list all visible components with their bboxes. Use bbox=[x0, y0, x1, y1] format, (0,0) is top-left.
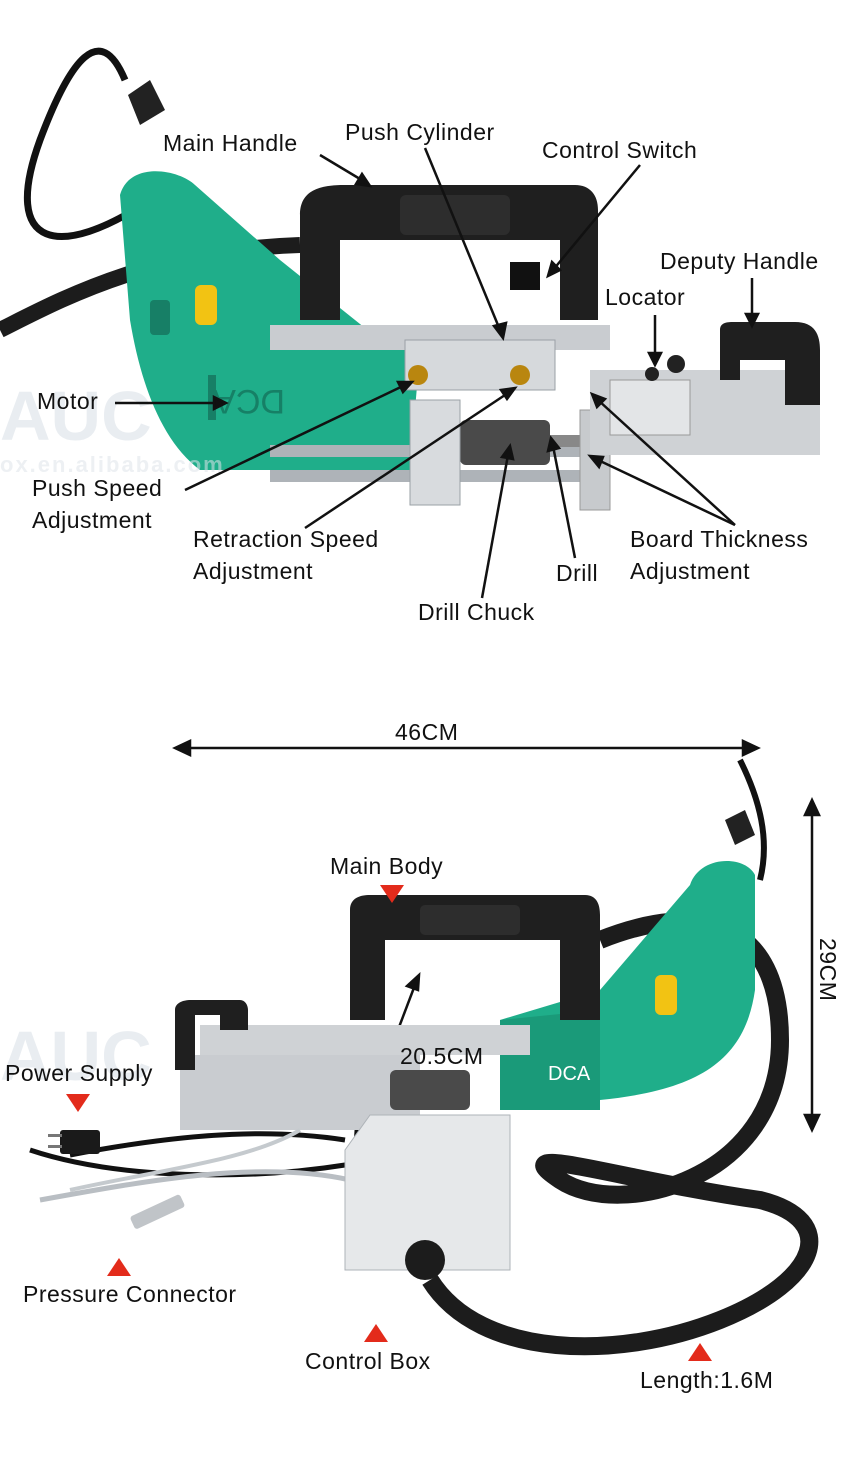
label-motor: Motor bbox=[37, 388, 99, 414]
label-push-speed-adjustment: Push Speed Adjustment bbox=[32, 475, 163, 534]
dimension-width: 46CM bbox=[395, 719, 459, 745]
dimension-height: 29CM bbox=[815, 938, 842, 1002]
deputy-handle-2 bbox=[175, 1000, 248, 1070]
label-deputy-handle: Deputy Handle bbox=[660, 248, 819, 274]
label-main-body: Main Body bbox=[330, 853, 444, 879]
cord-clip bbox=[128, 80, 165, 125]
control-box-shape bbox=[344, 1114, 511, 1271]
marker-power-supply bbox=[66, 1094, 90, 1112]
tool-illustration-top: AUC DCA bbox=[0, 47, 820, 599]
label-pressure-connector: Pressure Connector bbox=[23, 1281, 237, 1307]
drill-chuck-shape bbox=[460, 420, 550, 465]
marker-control-box bbox=[364, 1324, 388, 1342]
dimension-depth: 20.5CM bbox=[400, 1043, 484, 1069]
label-board-thickness-adjustment: Board Thickness Adjustment bbox=[630, 526, 809, 585]
watermark-logo: AUC bbox=[0, 377, 152, 455]
main-handle-shape bbox=[300, 185, 598, 320]
power-plug bbox=[60, 1130, 100, 1154]
marker-main-body bbox=[380, 885, 404, 903]
label-control-switch: Control Switch bbox=[542, 137, 698, 163]
motor-housing bbox=[120, 171, 420, 470]
label-power-supply: Power Supply bbox=[5, 1060, 153, 1086]
label-length: Length:1.6M bbox=[640, 1367, 774, 1393]
tool-illustration-bottom: AUC DCA bbox=[0, 739, 821, 1356]
pressure-connector-shape bbox=[130, 1194, 185, 1229]
brand-logo: DCA bbox=[213, 382, 285, 420]
label-control-box: Control Box bbox=[305, 1348, 431, 1374]
parts-diagram: AUC DCA bbox=[0, 0, 850, 660]
marker-length bbox=[688, 1343, 712, 1361]
watermark-logo-2: AUC bbox=[0, 1017, 152, 1095]
label-locator: Locator bbox=[605, 284, 686, 310]
watermark-site: ox.en.alibaba.com bbox=[0, 452, 225, 477]
push-cylinder-shape bbox=[404, 339, 556, 391]
control-switch-shape bbox=[510, 262, 540, 290]
label-main-handle: Main Handle bbox=[163, 130, 298, 156]
deputy-handle-shape bbox=[720, 322, 820, 405]
drill-chuck-2 bbox=[390, 1070, 470, 1110]
dimensions-diagram: AUC DCA bbox=[0, 660, 850, 1474]
label-drill-chuck: Drill Chuck bbox=[418, 599, 535, 625]
trigger bbox=[195, 285, 217, 325]
label-push-cylinder: Push Cylinder bbox=[345, 119, 495, 145]
main-body-handle bbox=[350, 895, 600, 1020]
label-drill: Drill bbox=[556, 560, 599, 586]
label-retraction-speed-adjustment: Retraction Speed Adjustment bbox=[193, 526, 379, 585]
marker-pressure-connector bbox=[107, 1258, 131, 1276]
brand-logo-2: DCA bbox=[548, 1063, 591, 1085]
hose-coil bbox=[422, 912, 819, 1356]
